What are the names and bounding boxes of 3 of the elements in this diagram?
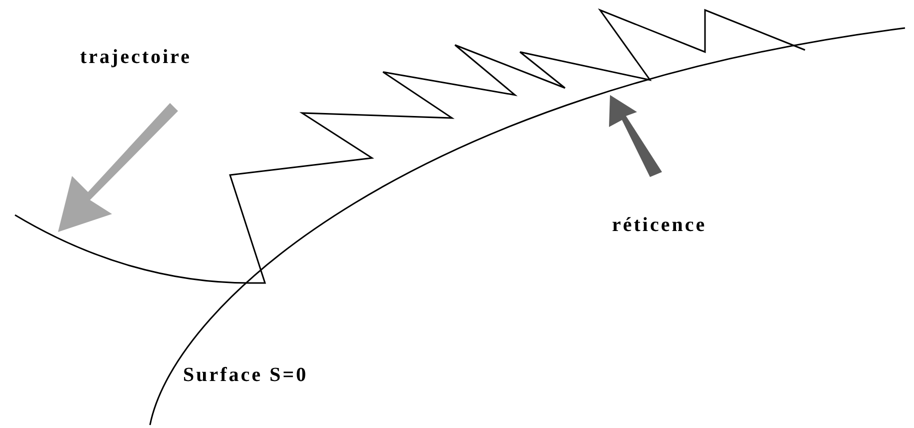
diagram-label: trajectoire bbox=[80, 45, 192, 70]
diagram-label: réticence bbox=[612, 213, 707, 238]
diagram-label: Surface S=0 bbox=[183, 363, 308, 388]
